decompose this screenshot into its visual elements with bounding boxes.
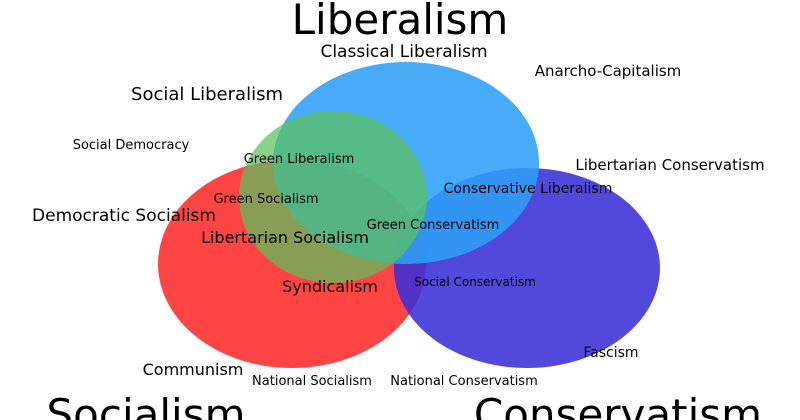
- label-anarcho-capitalism: Anarcho-Capitalism: [535, 62, 682, 80]
- socialism-title: Socialism: [47, 390, 246, 420]
- label-green-socialism: Green Socialism: [213, 192, 318, 207]
- label-classical-liberalism: Classical Liberalism: [320, 42, 487, 62]
- label-libertarian-conservatism: Libertarian Conservatism: [575, 156, 764, 174]
- label-green-liberalism: Green Liberalism: [244, 152, 355, 167]
- label-social-conservatism: Social Conservatism: [414, 275, 536, 289]
- set-ellipses: [158, 62, 660, 368]
- liberalism-title: Liberalism: [292, 0, 509, 44]
- label-national-conservatism: National Conservatism: [390, 374, 538, 389]
- label-social-democracy: Social Democracy: [73, 138, 190, 153]
- label-libertarian-socialism: Libertarian Socialism: [201, 228, 369, 247]
- green-ellipse: [239, 111, 427, 283]
- label-democratic-socialism: Democratic Socialism: [32, 206, 216, 226]
- label-conservative-liberalism: Conservative Liberalism: [444, 181, 613, 197]
- set-titles: Liberalism Socialism Conservatism: [47, 0, 763, 420]
- label-social-liberalism: Social Liberalism: [131, 84, 283, 105]
- ideology-labels: Classical Liberalism Anarcho-Capitalism …: [32, 42, 765, 389]
- label-national-socialism: National Socialism: [252, 374, 372, 389]
- label-communism: Communism: [143, 360, 244, 379]
- conservatism-title: Conservatism: [474, 390, 762, 420]
- label-green-conservatism: Green Conservatism: [367, 218, 500, 233]
- label-fascism: Fascism: [583, 345, 638, 361]
- label-syndicalism: Syndicalism: [282, 277, 378, 296]
